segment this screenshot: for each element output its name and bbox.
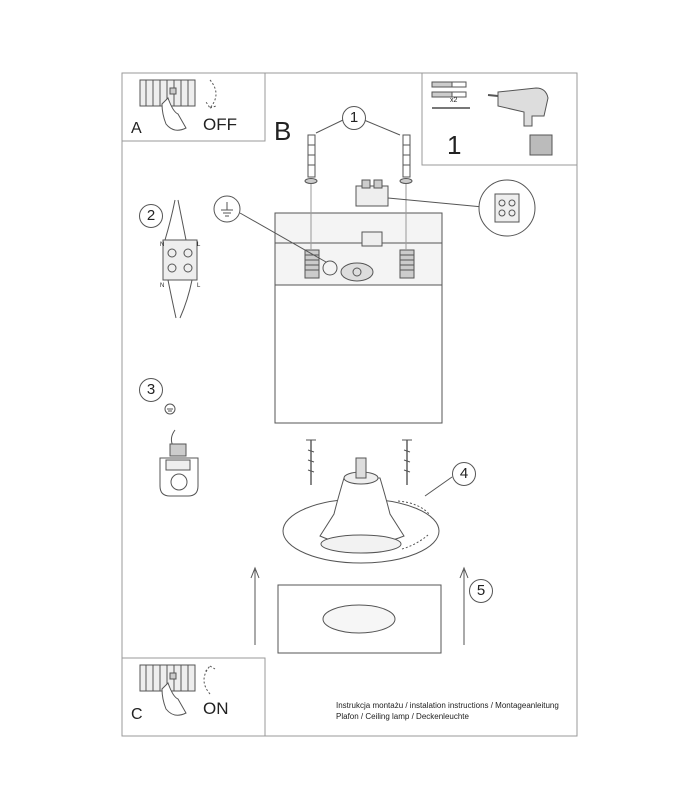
wall-plug-right (399, 134, 413, 184)
panel-c-box (121, 657, 266, 737)
terminal-n-bottom: N (160, 283, 165, 289)
panel-c-hand-icon (161, 682, 187, 716)
ground-symbol (213, 195, 241, 223)
footer-line-1: Instrukcja montażu / instalation instruc… (336, 701, 559, 710)
wall-plug-left (304, 134, 318, 184)
mounting-springs (304, 249, 415, 279)
dowel-count-label: x2 (450, 97, 458, 104)
connector-block (355, 185, 389, 207)
screw-right (402, 439, 412, 485)
rotate-arrow (397, 500, 431, 550)
panel-c-arrow (203, 665, 216, 695)
panel-a-hand-icon (161, 97, 187, 131)
panel-a-off-label: OFF (203, 115, 237, 134)
outer-frame (121, 72, 578, 737)
callout-1: 1 (342, 106, 366, 130)
terminal-l-top: L (197, 242, 201, 248)
panel-c-on-label: ON (203, 699, 229, 718)
callout-5: 5 (469, 579, 493, 603)
step3-ground-bracket (159, 429, 199, 497)
panel-a-letter: A (131, 120, 142, 137)
footer-line-2: Plafon / Ceiling lamp / Deckenleuchte (336, 712, 469, 721)
drill-icon (487, 87, 553, 156)
connector-zoom-leader (387, 197, 484, 208)
panel-b-letter: B (274, 116, 292, 146)
arrow-up-left (250, 566, 260, 645)
ceiling-plate-opening (322, 604, 396, 634)
panel-c-letter: C (131, 706, 143, 723)
ground-leader (239, 212, 327, 263)
leader-step4 (424, 476, 453, 497)
arrow-up-right (459, 566, 469, 645)
center-ground-terminal (322, 260, 374, 282)
leader-step1-left (315, 119, 344, 134)
step2-wiring-detail (162, 199, 198, 319)
lamp-socket (355, 457, 367, 479)
callout-4: 4 (452, 462, 476, 486)
connector-tab (361, 231, 383, 247)
step3-ground-symbol (164, 403, 176, 415)
dowel-icon (431, 81, 467, 98)
leader-step1-right (363, 119, 401, 136)
terminal-l-bottom: L (197, 283, 201, 289)
callout-3: 3 (139, 378, 163, 402)
callout-2: 2 (139, 204, 163, 228)
terminal-n-top: N (160, 242, 165, 248)
tools-panel-box (421, 72, 578, 166)
panel-a-arrow (205, 79, 217, 109)
screw-left (306, 439, 316, 485)
panel-a-box (121, 72, 266, 142)
tools-step-number: 1 (447, 130, 462, 160)
